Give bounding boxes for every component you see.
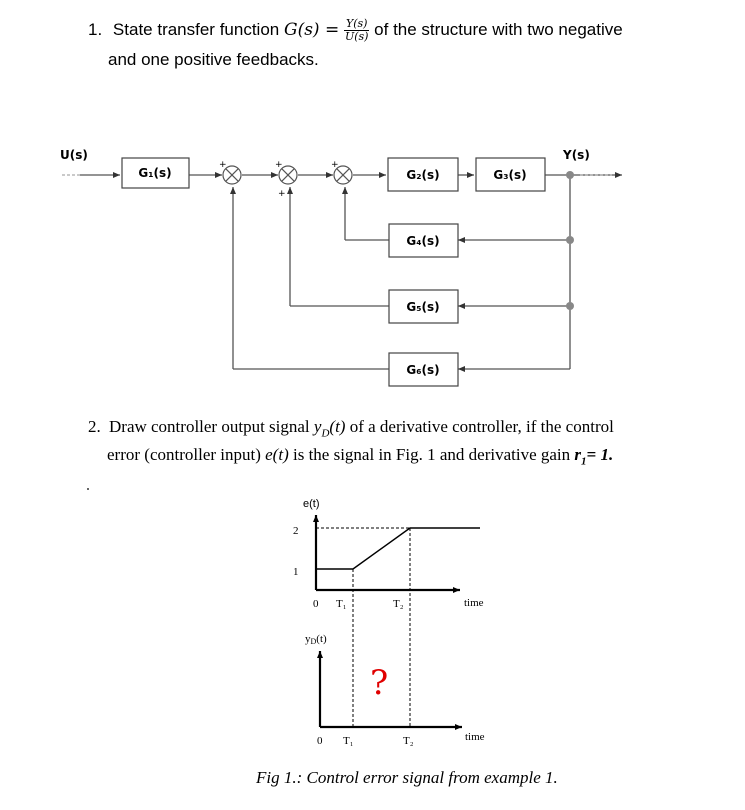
block-g6-label: G₆(s) bbox=[406, 363, 439, 377]
e-signal bbox=[316, 527, 480, 570]
signal-figure: e(t) 2 1 0 T₁ T₂ time yD(t) ? 0 T₁ T₂ ti… bbox=[293, 498, 485, 747]
tick-2: 2 bbox=[293, 525, 299, 537]
e-time: time bbox=[464, 597, 484, 609]
input-label: U(s) bbox=[60, 148, 88, 162]
e-axis-label: e(t) bbox=[303, 498, 320, 510]
output-label: Y(s) bbox=[562, 148, 590, 162]
question-1: 1. State transfer function G(s) = Y(s) U… bbox=[88, 18, 688, 43]
sign-s2-bottom: + bbox=[278, 189, 286, 199]
question-1-fraction: Y(s) U(s) bbox=[343, 17, 370, 43]
yd-t2: T₂ bbox=[403, 735, 414, 747]
block-g5 bbox=[388, 289, 459, 324]
block-g2 bbox=[387, 157, 459, 192]
block-g3 bbox=[475, 157, 546, 192]
block-g2-label: G₂(s) bbox=[406, 168, 439, 182]
block-g1 bbox=[121, 157, 190, 189]
gain-r1: r1 bbox=[574, 445, 587, 468]
summing-junction-3 bbox=[333, 165, 353, 185]
sign-s1-top: + bbox=[219, 160, 227, 170]
question-mark: ? bbox=[370, 663, 388, 703]
block-g5-label: G₅(s) bbox=[406, 300, 439, 314]
question-2-text: is the signal in Fig. 1 and derivative g… bbox=[288, 445, 575, 465]
block-g6 bbox=[388, 352, 459, 387]
question-2-text: Draw controller output signal bbox=[109, 417, 314, 436]
sign-s3-top: + bbox=[331, 160, 339, 170]
branch-point bbox=[566, 302, 574, 310]
question-2-text: error (controller input) bbox=[107, 445, 266, 465]
block-g3-label: G₃(s) bbox=[493, 168, 526, 182]
branch-point bbox=[566, 171, 574, 179]
block-g1-label: G₁(s) bbox=[138, 166, 171, 180]
e-t1: T₁ bbox=[336, 598, 347, 610]
summing-junction-2 bbox=[278, 165, 298, 185]
block-diagram: U(s) Y(s) G₁(s) G₂(s) G₃(s) G₄(s) G₅(s) … bbox=[60, 148, 622, 387]
question-1-number: 1. bbox=[88, 19, 103, 39]
yd-time: time bbox=[465, 731, 485, 743]
fraction-numerator: Y(s) bbox=[343, 17, 370, 31]
tick-1: 1 bbox=[293, 566, 299, 578]
e-zero: 0 bbox=[313, 598, 319, 610]
question-2-text: of a derivative controller, if the contr… bbox=[345, 417, 614, 436]
summing-junction-1 bbox=[222, 165, 242, 185]
question-2-line-1: 2. Draw controller output signal yD(t) o… bbox=[88, 416, 708, 444]
question-1-formula-lhs: G(s) = bbox=[283, 19, 340, 40]
fraction-denominator: U(s) bbox=[344, 30, 369, 43]
signal-yd: yD(t) bbox=[313, 417, 346, 440]
question-2: 2. Draw controller output signal yD(t) o… bbox=[88, 416, 708, 473]
block-g4-label: G₄(s) bbox=[406, 234, 439, 248]
figure-caption: Fig 1.: Control error signal from exampl… bbox=[256, 768, 558, 787]
question-2-number: 2. bbox=[88, 417, 101, 436]
signal-et: e(t) bbox=[265, 445, 289, 465]
stray-dot bbox=[87, 488, 89, 490]
question-1-text-before: State transfer function bbox=[112, 19, 280, 39]
sign-s2-top: + bbox=[275, 160, 283, 170]
block-g4 bbox=[388, 223, 459, 258]
question-2-line-2: error (controller input) e(t) is the sig… bbox=[107, 445, 614, 468]
e-t2: T₂ bbox=[393, 598, 404, 610]
yd-t1: T₁ bbox=[343, 735, 354, 747]
yd-zero: 0 bbox=[317, 735, 323, 747]
question-1-text-after: of the structure with two negative bbox=[374, 19, 623, 39]
question-1-line-2: and one positive feedbacks. bbox=[108, 50, 319, 69]
yd-axis-label: yD(t) bbox=[305, 633, 327, 646]
branch-point bbox=[566, 236, 574, 244]
